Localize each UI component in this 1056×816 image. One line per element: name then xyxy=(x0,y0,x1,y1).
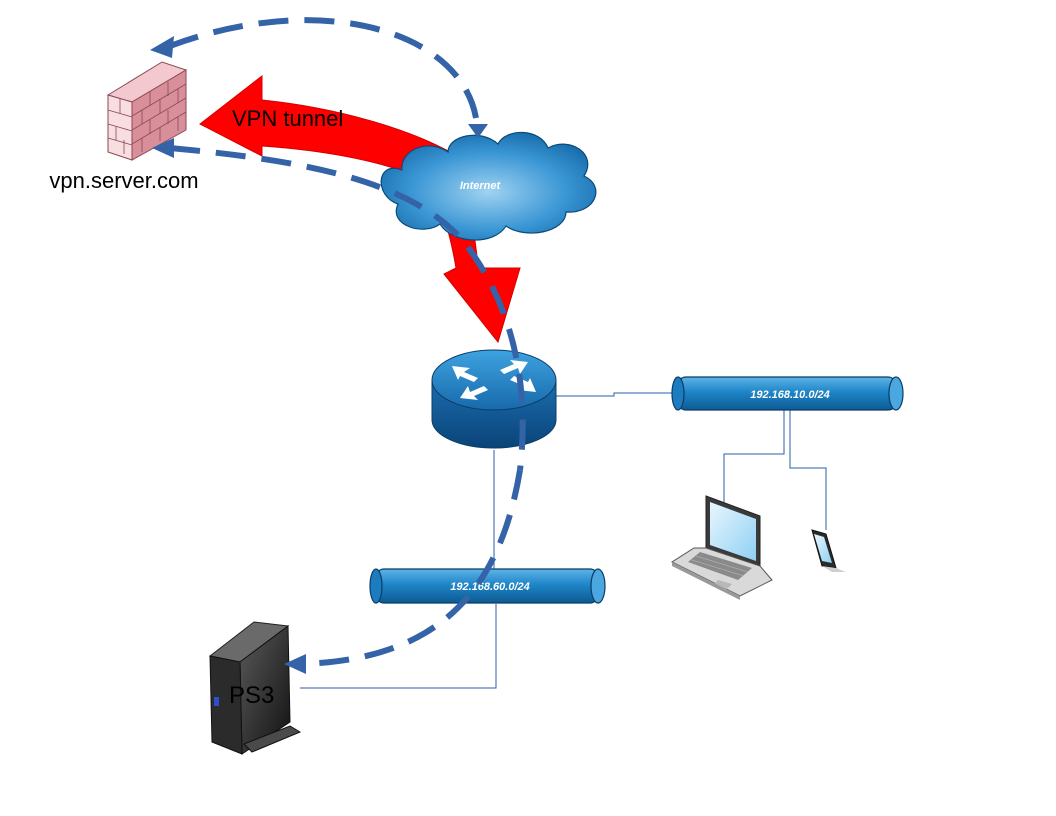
network-pipe-192-168-10: 192.168.10.0/24 xyxy=(671,376,904,411)
arrowhead-into-cloud xyxy=(468,124,488,138)
firewall-label: vpn.server.com xyxy=(49,168,198,193)
firewall-icon xyxy=(106,61,188,161)
console-icon xyxy=(208,621,302,755)
cloud-label: Internet xyxy=(460,180,502,192)
net10-to-phone-link xyxy=(789,410,827,530)
network-label-192-168-60: 192.168.60.0/24 xyxy=(450,581,530,593)
dashed-path-cloud-to-firewall-top xyxy=(168,17,479,119)
phone-icon xyxy=(811,529,846,572)
network-label-192-168-10: 192.168.10.0/24 xyxy=(750,389,830,401)
laptop-icon xyxy=(670,495,773,600)
router-icon xyxy=(431,349,557,449)
connector-lines xyxy=(300,392,827,689)
dashed-traffic-path xyxy=(168,17,526,667)
dashed-path-arrowheads xyxy=(150,36,488,674)
vpn-tunnel-arrow xyxy=(199,74,521,344)
dashed-path-router-to-ps3 xyxy=(299,469,523,667)
net10-to-laptop-link xyxy=(723,410,785,510)
router-to-net10-link xyxy=(556,392,676,397)
arrowhead-to-firewall-bottom xyxy=(152,138,174,158)
arrowhead-to-ps3 xyxy=(284,654,306,674)
dashed-path-firewall-to-router xyxy=(169,145,526,471)
net60-to-ps3-link xyxy=(300,604,497,689)
console-label: PS3 xyxy=(229,682,274,709)
cloud-icon xyxy=(380,131,597,241)
arrowhead-to-firewall-top xyxy=(150,36,174,58)
network-pipe-192-168-60: 192.168.60.0/24 xyxy=(369,568,606,604)
vpn-tunnel-label: VPN tunnel xyxy=(232,106,343,131)
